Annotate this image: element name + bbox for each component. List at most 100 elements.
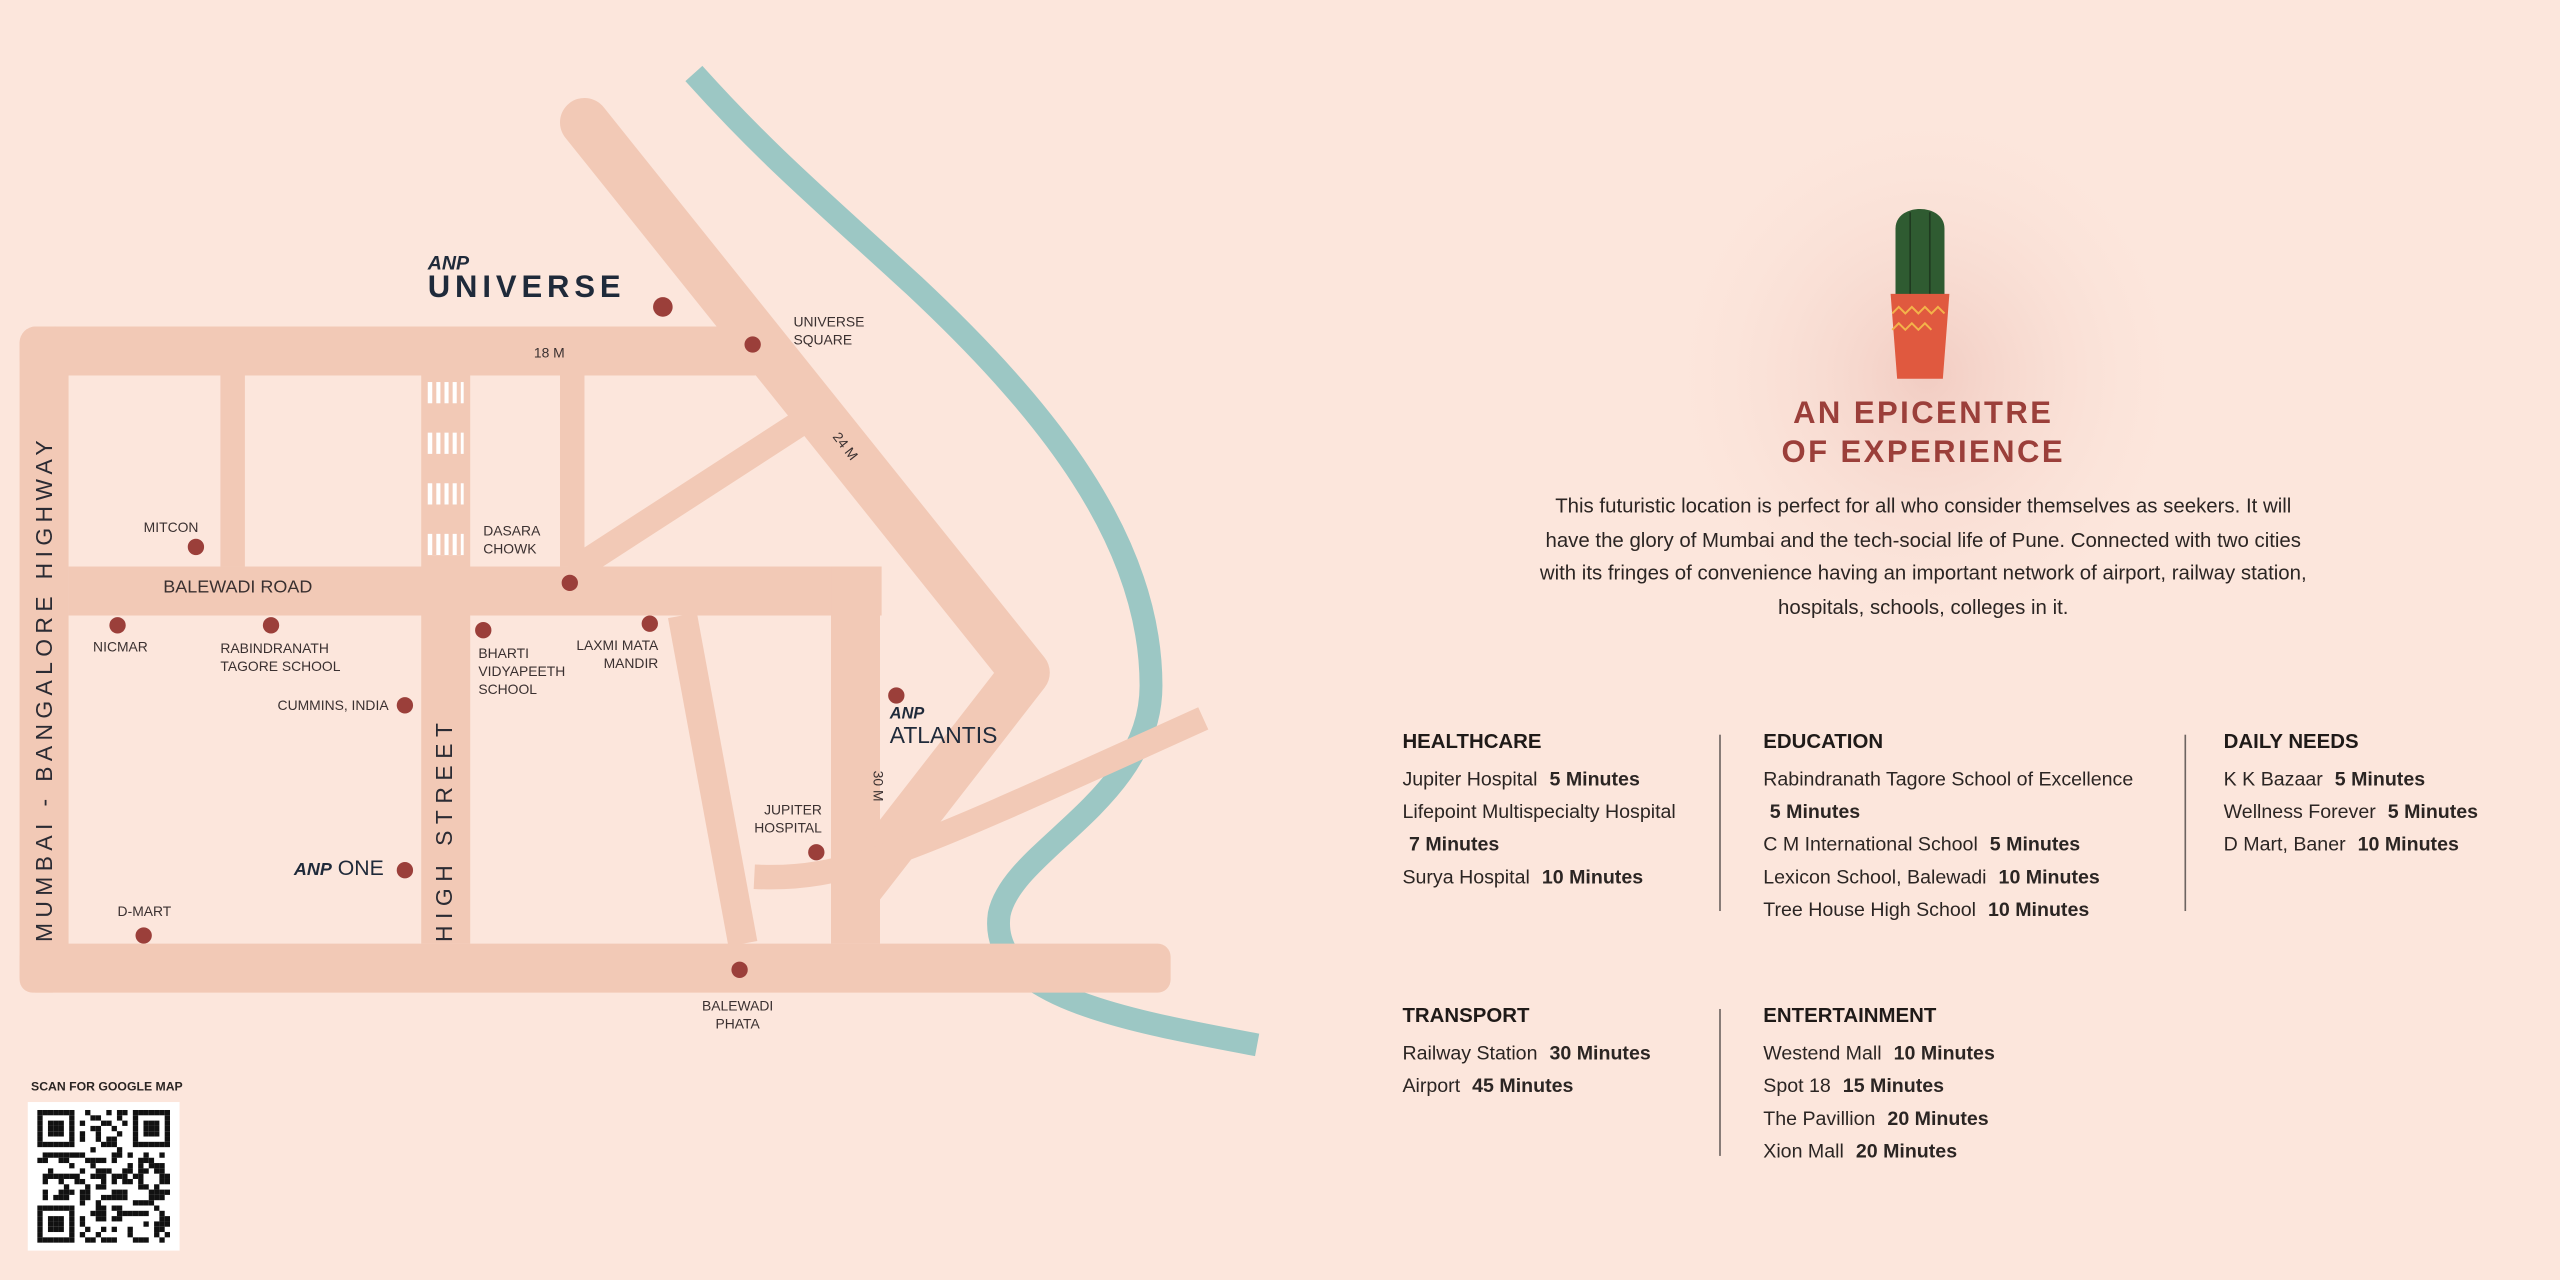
item-time: 30 Minutes [1549,1041,1651,1065]
item-time: 5 Minutes [2334,767,2426,791]
landmark-marker[interactable] [475,622,492,639]
landmark-dmart: D-MART [117,902,172,920]
item-name: Rabindranath Tagore School of Excellence [1763,767,2134,791]
item-name: Westend Mall [1763,1041,1882,1065]
road-label-highway: MUMBAI - BANGALORE HIGHWAY [31,434,58,943]
item-time: 45 Minutes [1472,1074,1574,1098]
landmark-marker[interactable] [396,697,414,714]
item-name: Lexicon School, Balewadi [1763,865,1987,889]
road-label-high-street: HIGH STREET [431,716,458,943]
landmark-marker[interactable] [187,538,205,556]
list-item: D Mart, Baner 10 Minutes [2224,828,2551,861]
landmark-marker[interactable] [641,615,658,632]
item-name: Railway Station [1402,1041,1538,1065]
road-label-30m: 30 M [870,770,887,802]
item-name: Xion Mall [1763,1139,1844,1163]
qr-label: SCAN FOR GOOGLE MAP [31,1079,183,1094]
list-item: Jupiter Hospital 5 Minutes [1402,762,1696,795]
anp-logo: ANP [889,705,925,724]
landmark-mitcon: MITCON [143,519,199,536]
item-name: Tree House High School [1763,897,1976,921]
section-title: EDUCATION [1763,729,1884,753]
list-item: Surya Hospital 10 Minutes [1402,860,1696,893]
road-24m [559,97,1050,910]
section-title: TRANSPORT [1402,1004,1530,1027]
project-atlantis[interactable]: ANP ATLANTIS [889,705,998,748]
section-title: HEALTHCARE [1402,729,1542,753]
landmark-cummins: CUMMINS, INDIA [277,697,389,714]
landmark-rabindranath: RABINDRANATH TAGORE SCHOOL [220,639,341,675]
roads [19,65,1260,1057]
page-title: AN EPICENTRE OF EXPERIENCE [1781,396,2066,471]
list-item: Spot 18 15 Minutes [1763,1069,2139,1102]
qr-code[interactable] [27,1102,180,1251]
landmark-marker[interactable] [808,844,825,861]
landmark-laxmi: LAXMI MATA MANDIR [576,636,659,672]
divider [2184,734,2187,912]
landmark-marker[interactable] [135,927,152,944]
cactus-icon [1890,208,1950,379]
road-high-street [421,375,471,944]
item-time: 10 Minutes [1541,865,1644,889]
list-item: Airport 45 Minutes [1402,1069,1712,1102]
landmark-bharti: BHARTI VIDYAPEETH SCHOOL [478,644,566,698]
list-item: Lifepoint Multispecialty Hospital 7 Minu… [1402,795,1696,860]
item-name: Spot 18 [1763,1074,1831,1098]
list-item: Tree House High School 10 Minutes [1763,893,2139,926]
landmark-dasara-chowk: DASARA CHOWK [483,522,541,557]
item-time: 20 Minutes [1887,1106,1989,1130]
universe-marker[interactable] [653,297,673,317]
item-time: 10 Minutes [1893,1041,1995,1065]
road-highway [19,326,69,993]
divider [1719,1008,1721,1156]
project-universe[interactable]: ANP UNIVERSE [427,251,626,306]
road-bottom [19,943,1171,993]
item-name: Airport [1402,1074,1461,1098]
item-name: Wellness Forever [2223,799,2376,823]
list-item: C M International School 5 Minutes [1763,828,2139,861]
item-time: 20 Minutes [1855,1139,1958,1163]
list-item: Rabindranath Tagore School of Excellence… [1763,762,2139,827]
list-item: The Pavillion 20 Minutes [1763,1102,2139,1135]
landmark-marker[interactable] [731,961,748,978]
river [685,65,1260,1057]
landmark-marker[interactable] [744,336,761,353]
list-item: Lexicon School, Balewadi 10 Minutes [1763,860,2139,893]
one-marker[interactable] [396,862,414,879]
item-name: C M International School [1763,832,1978,856]
item-name: D Mart, Baner [2223,832,2346,856]
road-label-balewadi: BALEWADI ROAD [163,577,313,598]
landmark-universe-square: UNIVERSE SQUARE [793,313,865,348]
item-name: K K Bazaar [2223,767,2323,791]
landmark-marker[interactable] [561,574,578,592]
item-time: 10 Minutes [1987,897,2090,921]
section-title: DAILY NEEDS [2223,729,2359,753]
project-one[interactable]: ANP ONE [293,855,384,880]
landmark-marker[interactable] [109,617,126,634]
road-18m [19,326,771,376]
item-name: Lifepoint Multispecialty Hospital [1402,799,1676,823]
list-item: K K Bazaar 5 Minutes [2224,762,2551,795]
list-item: Wellness Forever 5 Minutes [2224,795,2551,828]
location-map [19,65,1260,1057]
section-title: ENTERTAINMENT [1763,1004,1937,1027]
item-time: 15 Minutes [1842,1074,1945,1098]
item-name: The Pavillion [1763,1106,1876,1130]
dotted-halo [1649,97,2204,662]
anp-logo: ANP [427,251,470,275]
anp-logo: ANP [293,860,332,880]
atlantis-marker[interactable] [888,687,905,704]
landmark-marker[interactable] [262,617,280,634]
road-label-18m: 18 M [533,344,565,361]
item-name: Surya Hospital [1402,865,1530,889]
crosswalk [427,382,464,556]
item-name: Jupiter Hospital [1402,767,1538,791]
item-time: 10 Minutes [1998,865,2100,889]
landmark-balewadi-phata: BALEWADI PHATA [702,997,774,1032]
section-education: EDUCATION Rabindranath Tagore School of E… [1763,730,2139,926]
